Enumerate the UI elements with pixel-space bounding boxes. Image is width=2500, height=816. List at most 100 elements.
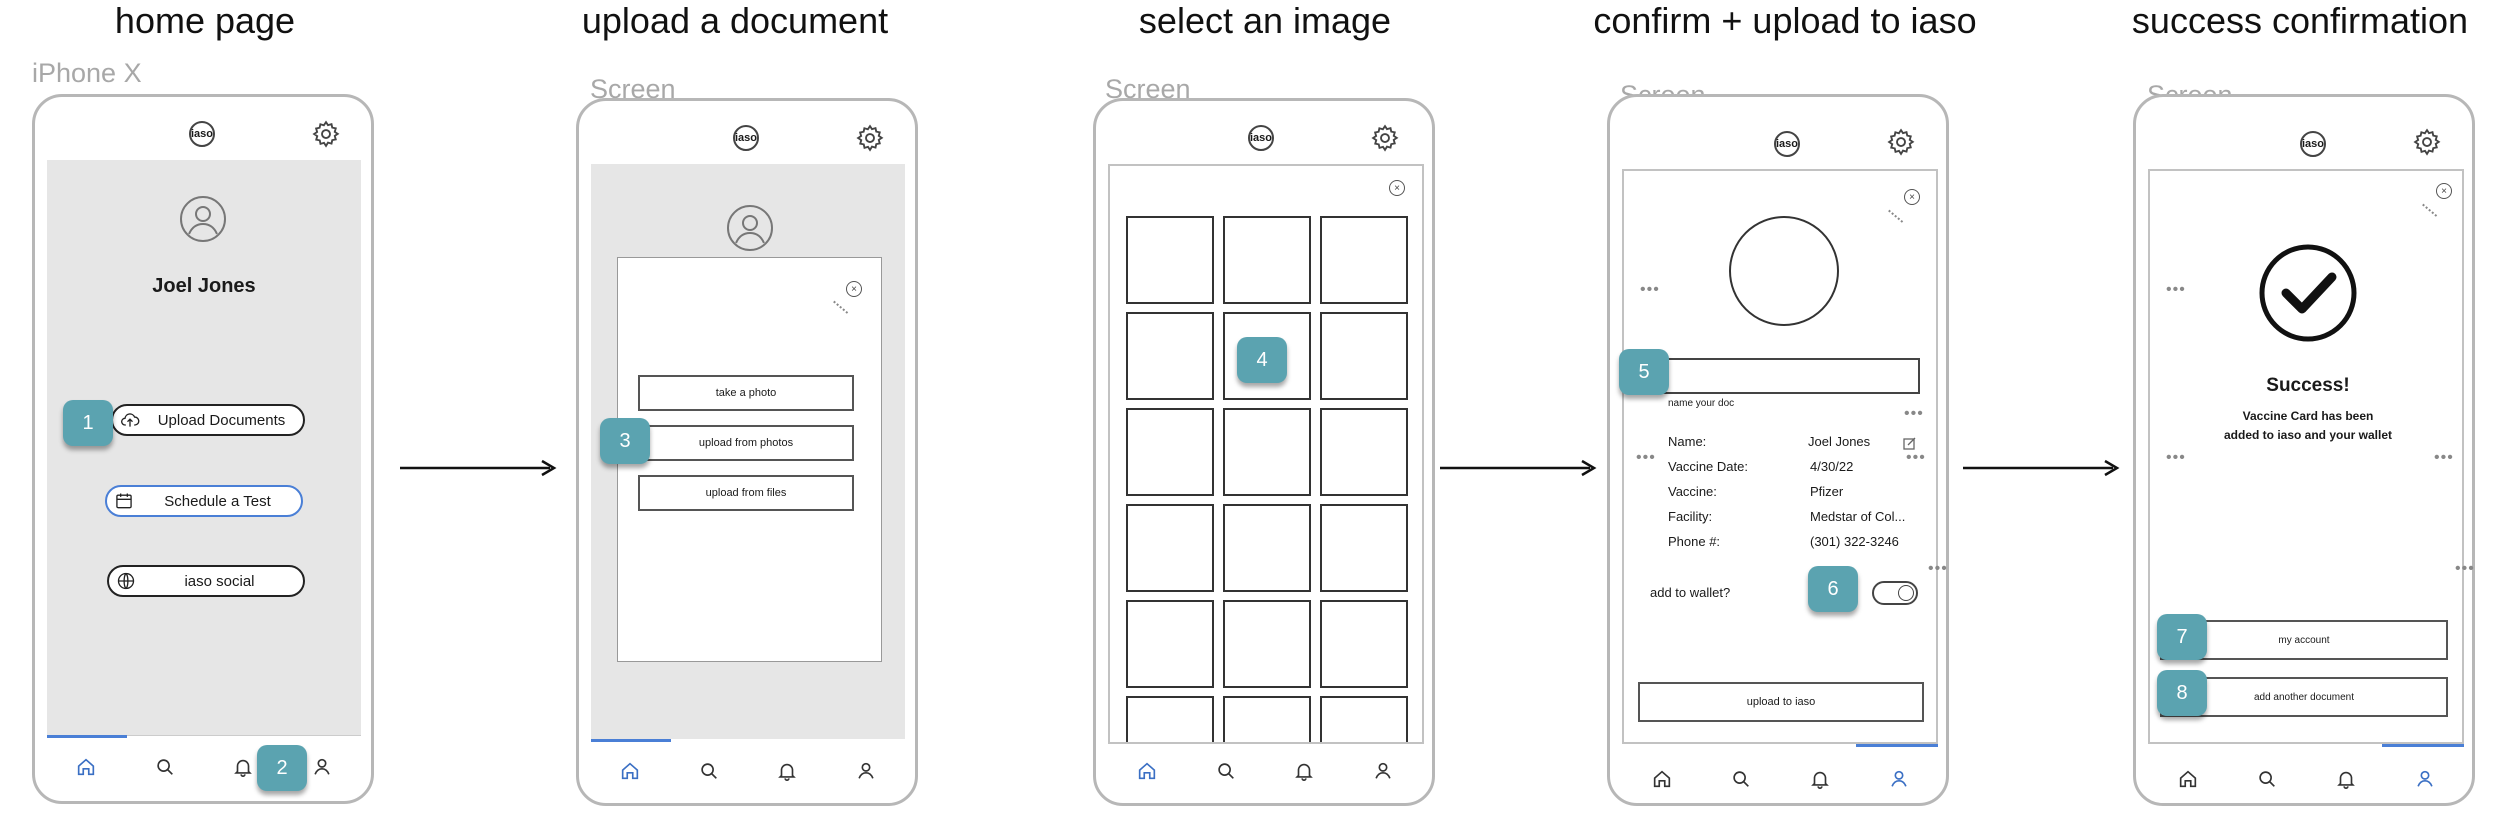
iaso-social-button[interactable]: iaso social xyxy=(107,565,305,597)
wallet-toggle[interactable] xyxy=(1872,581,1918,605)
doc-name-input[interactable] xyxy=(1638,358,1920,394)
gear-icon[interactable] xyxy=(1370,123,1400,153)
home-screen: Joel Jones Upload Documents Schedule a T… xyxy=(47,160,361,735)
close-icon[interactable]: × xyxy=(846,281,862,297)
take-photo-button[interactable]: take a photo xyxy=(638,375,854,411)
field-key: Vaccine Date: xyxy=(1668,459,1748,474)
search-icon[interactable] xyxy=(698,760,720,782)
confirm-screen: × ••• name your doc ••• ••• ••• Name: Jo… xyxy=(1622,169,1938,744)
image-thumbnail[interactable] xyxy=(1320,600,1408,688)
search-icon[interactable] xyxy=(154,756,176,778)
profile-icon[interactable] xyxy=(1372,760,1394,782)
home-icon[interactable] xyxy=(2177,768,2199,790)
image-thumbnail[interactable] xyxy=(1126,408,1214,496)
field-value: Pfizer xyxy=(1810,484,1844,499)
search-icon[interactable] xyxy=(2256,768,2278,790)
field-key: Phone #: xyxy=(1668,534,1721,549)
image-thumbnail[interactable] xyxy=(1126,600,1214,688)
field-key: Vaccine: xyxy=(1668,484,1717,499)
phone-home: iaso Joel Jones Upload Documents Schedul… xyxy=(32,94,374,804)
step-badge: 1 xyxy=(63,400,113,446)
image-thumbnail[interactable] xyxy=(1223,696,1311,742)
home-icon[interactable] xyxy=(75,756,97,778)
image-thumbnail[interactable] xyxy=(1320,408,1408,496)
image-thumbnail[interactable] xyxy=(1223,216,1311,304)
bottom-tab-bar xyxy=(2148,759,2464,799)
bell-icon[interactable] xyxy=(1809,768,1831,790)
more-icon: ••• xyxy=(2455,560,2475,577)
home-tab-indicator xyxy=(591,739,671,742)
close-icon[interactable]: × xyxy=(1904,189,1920,205)
add-to-wallet-label: add to wallet? xyxy=(1650,585,1731,600)
image-thumbnail[interactable] xyxy=(1126,504,1214,592)
field-value: (301) 322-3246 xyxy=(1810,534,1899,549)
bell-icon[interactable] xyxy=(776,760,798,782)
profile-tab-indicator xyxy=(2382,744,2464,747)
profile-icon[interactable] xyxy=(311,756,333,778)
upload-files-button[interactable]: upload from files xyxy=(638,475,854,511)
field-value: Medstar of Col... xyxy=(1810,509,1906,524)
success-screen: × ••• ••• ••• Success! Vaccine Card has … xyxy=(2148,169,2464,744)
tabbar-divider xyxy=(127,735,361,736)
step-badge: 5 xyxy=(1619,349,1669,395)
toggle-knob xyxy=(1898,585,1914,601)
close-icon[interactable]: × xyxy=(1389,180,1405,196)
image-thumbnail[interactable] xyxy=(1320,312,1408,400)
resize-handle xyxy=(1886,209,1904,225)
image-thumbnail[interactable] xyxy=(1320,216,1408,304)
upload-documents-label: Upload Documents xyxy=(157,411,286,429)
gear-icon[interactable] xyxy=(311,119,341,149)
user-name: Joel Jones xyxy=(152,275,256,297)
edit-icon[interactable] xyxy=(1902,435,1918,451)
more-icon: ••• xyxy=(1640,281,1660,298)
image-picker-screen: × xyxy=(1108,164,1424,744)
image-thumbnail[interactable] xyxy=(1223,504,1311,592)
gear-icon[interactable] xyxy=(855,123,885,153)
field-key: Facility: xyxy=(1668,509,1713,524)
home-icon[interactable] xyxy=(619,760,641,782)
profile-icon[interactable] xyxy=(2414,768,2436,790)
more-icon: ••• xyxy=(2166,281,2186,298)
document-preview xyxy=(1729,216,1839,326)
image-thumbnail[interactable] xyxy=(1223,312,1311,400)
add-another-document-button[interactable]: add another document xyxy=(2160,677,2448,717)
step-badge: 2 xyxy=(257,745,307,791)
image-thumbnail[interactable] xyxy=(1320,696,1408,742)
search-icon[interactable] xyxy=(1215,760,1237,782)
field-value: Joel Jones xyxy=(1808,434,1871,449)
image-thumbnail[interactable] xyxy=(1126,216,1214,304)
more-icon: ••• xyxy=(1928,560,1948,577)
image-thumbnail[interactable] xyxy=(1320,504,1408,592)
my-account-button[interactable]: my account xyxy=(2160,620,2448,660)
profile-icon[interactable] xyxy=(855,760,877,782)
gear-icon[interactable] xyxy=(2412,127,2442,157)
iaso-logo: iaso xyxy=(1248,125,1274,151)
more-icon: ••• xyxy=(2166,449,2186,466)
iaso-logo: iaso xyxy=(733,125,759,151)
field-value: 4/30/22 xyxy=(1810,459,1854,474)
profile-icon[interactable] xyxy=(1888,768,1910,790)
upload-to-iaso-button[interactable]: upload to iaso xyxy=(1638,682,1924,722)
schedule-test-button[interactable]: Schedule a Test xyxy=(105,485,303,517)
bell-icon[interactable] xyxy=(1293,760,1315,782)
image-thumbnail[interactable] xyxy=(1126,696,1214,742)
resize-handle xyxy=(2420,203,2438,219)
home-icon[interactable] xyxy=(1651,768,1673,790)
doc-name-caption: name your doc xyxy=(1668,398,1735,409)
step-badge: 7 xyxy=(2157,614,2207,660)
image-thumbnail[interactable] xyxy=(1223,600,1311,688)
image-thumbnail[interactable] xyxy=(1223,408,1311,496)
image-thumbnail[interactable] xyxy=(1126,312,1214,400)
bell-icon[interactable] xyxy=(232,756,254,778)
iaso-social-label: iaso social xyxy=(184,572,255,590)
arrow-icon xyxy=(1440,459,1597,477)
upload-photos-button[interactable]: upload from photos xyxy=(638,425,854,461)
upload-documents-button[interactable]: Upload Documents xyxy=(111,404,305,436)
search-icon[interactable] xyxy=(1730,768,1752,790)
bell-icon[interactable] xyxy=(2335,768,2357,790)
field-key: Name: xyxy=(1668,434,1707,449)
bottom-tab-bar xyxy=(591,751,905,791)
gear-icon[interactable] xyxy=(1886,127,1916,157)
home-icon[interactable] xyxy=(1136,760,1158,782)
close-icon[interactable]: × xyxy=(2436,183,2452,199)
